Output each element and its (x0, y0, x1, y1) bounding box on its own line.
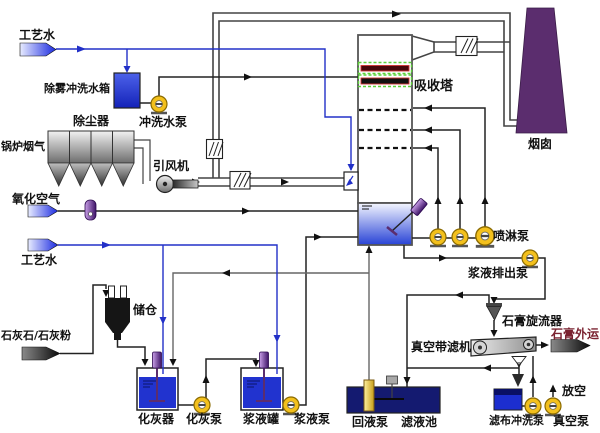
flue-gas-ducts (134, 12, 520, 187)
label-slurry-tank: 浆液罐 (243, 412, 280, 426)
vacuum-box-icon (511, 356, 527, 364)
sump-agitator-motor-icon (410, 197, 428, 217)
filtrate-return-pipes (172, 246, 370, 380)
slurry-tank-icon (240, 351, 284, 411)
label-slurry-discharge-pump: 浆液排出泵 (468, 266, 529, 280)
label-process-water-makeup: 工艺水 (21, 253, 58, 267)
slurry-agitator-motor-icon (259, 351, 269, 369)
label-spray-pump: 喷淋泵 (493, 229, 530, 243)
label-absorber: 吸收塔 (414, 79, 454, 94)
label-flush-pump: 冲洗水泵 (139, 115, 188, 129)
label-slaker-pump: 化灰泵 (186, 412, 223, 426)
silo-icon (105, 285, 130, 340)
spray-pump-2-icon (450, 227, 470, 248)
label-gypsum-cyclone: 石膏旋流器 (502, 314, 563, 328)
slaker-agitator-motor-icon (152, 351, 162, 369)
label-boiler-flue-gas: 锅炉烟气 (1, 140, 45, 153)
id-fan-icon (155, 174, 199, 194)
wash-water-tank-icon (493, 388, 523, 411)
label-limestone-powder: 石灰石/石灰粉 (1, 329, 72, 342)
vacuum-belt-filter-icon (470, 336, 537, 369)
return-pump-icon (363, 379, 375, 412)
label-gypsum-transport: 石膏外运 (551, 327, 600, 341)
process-water-top-tag (19, 42, 57, 57)
level-gauge-icon (386, 375, 398, 385)
label-cloth-flush-pump: 滤布冲洗泵 (489, 414, 544, 427)
gypsum-out-tag (550, 339, 591, 353)
label-return-pump: 回液泵 (352, 415, 389, 429)
filtrate-pool-icon (346, 375, 441, 414)
gypsum-cyclone-icon (486, 303, 502, 321)
bypass-damper-icon (205, 138, 224, 160)
filtrate-return-arrows (169, 245, 373, 366)
demister-flush-tank-icon (113, 72, 141, 109)
water-flow-arrows (77, 45, 355, 343)
oxidation-air-tag (27, 204, 59, 218)
damper-icons (205, 35, 479, 190)
label-vacuum-pump: 真空泵 (553, 414, 590, 428)
flush-pump-icon (149, 94, 169, 115)
inlet-damper-icon (229, 170, 252, 190)
vacuum-pump-icon (543, 396, 563, 417)
stream-tags (19, 42, 591, 361)
dust-collector-icon (47, 130, 135, 187)
label-id-fan: 引风机 (153, 159, 190, 173)
label-filtrate-pool: 滤液池 (401, 415, 438, 429)
process-flow-arrows (102, 73, 557, 392)
label-vacuum-belt-filter: 真空带滤机 (411, 340, 472, 354)
oxidation-blower-icon (84, 199, 97, 221)
slaker-tank-icon (136, 351, 179, 411)
label-process-water-top: 工艺水 (19, 28, 56, 42)
label-slurry-pump: 浆液泵 (294, 412, 331, 426)
label-chimney: 烟囱 (528, 137, 553, 151)
spray-pump-1-icon (428, 227, 448, 248)
process-pipes (58, 76, 554, 407)
spray-pump-3-icon (474, 225, 496, 248)
label-vent: 放空 (562, 384, 587, 398)
label-silo: 储仓 (133, 303, 158, 317)
process-water-makeup-tag (27, 238, 59, 252)
absorber-inlet-box (343, 171, 359, 191)
label-dust-collector: 除尘器 (73, 114, 110, 128)
cloth-flush-pump-icon (523, 396, 543, 417)
chimney-icon (515, 7, 568, 134)
label-slaker: 化灰器 (138, 412, 175, 426)
limestone-tag (21, 346, 61, 361)
label-oxidation-air: 氧化空气 (12, 192, 61, 206)
slurry-discharge-pump-icon (520, 248, 540, 269)
water-pipes (56, 48, 352, 374)
outlet-damper-icon (455, 35, 479, 57)
absorber-tower (357, 34, 428, 246)
label-demister-flush-tank: 除雾冲洗水箱 (44, 82, 110, 95)
filtrate-funnel-icon (512, 374, 524, 387)
